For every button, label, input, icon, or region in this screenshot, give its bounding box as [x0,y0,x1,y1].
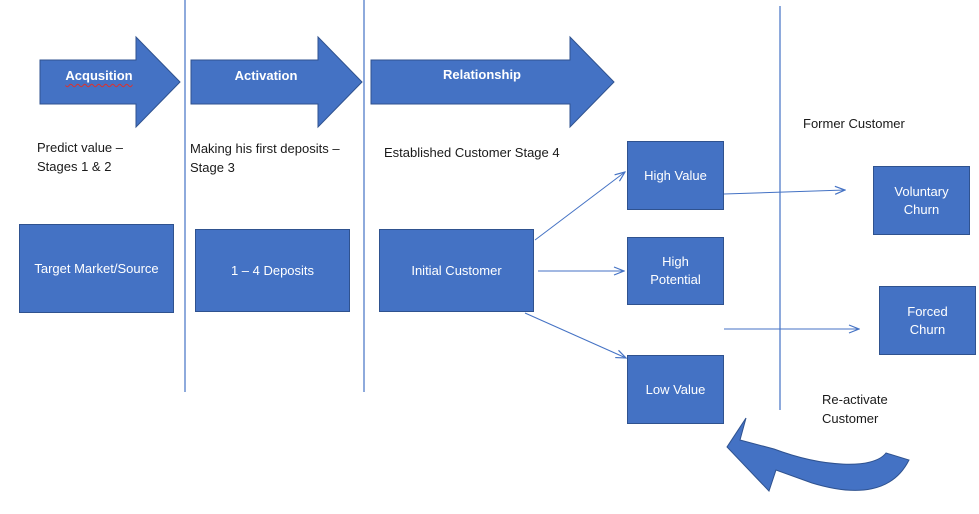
box-voluntary-churn: Voluntary Churn [873,166,970,235]
connector-high-value-to-voluntary-churn [723,190,845,194]
stage-arrow-acquisition [39,35,181,129]
reactivate-curved-arrow [726,417,910,492]
stage-label-activation: Activation [234,68,298,83]
box-initial-customer: Initial Customer [379,229,534,312]
stage-label-acquisition: Acqusition [65,68,133,83]
former-customer-label: Former Customer [803,116,905,131]
stage-label-relationship: Relationship [442,67,521,82]
stage-arrow-activation [190,35,363,129]
box-forced-churn: Forced Churn [879,286,976,355]
stage-arrow-relationship [370,35,615,129]
box-target-market: Target Market/Source [19,224,174,313]
stage-description-activation: Making his first deposits – Stage 3 [190,141,340,175]
reactivate-customer-label: Re-activate Customer [822,392,888,426]
connector-initial-to-high-value [534,172,625,241]
box-high-potential: High Potential [627,237,724,305]
box-deposits: 1 – 4 Deposits [195,229,350,312]
stage-description-relationship: Established Customer Stage 4 [384,145,560,160]
box-high-value: High Value [627,141,724,210]
connector-initial-to-low-value [524,312,626,358]
stage-description-acquisition: Predict value – Stages 1 & 2 [37,140,123,174]
box-low-value: Low Value [627,355,724,424]
